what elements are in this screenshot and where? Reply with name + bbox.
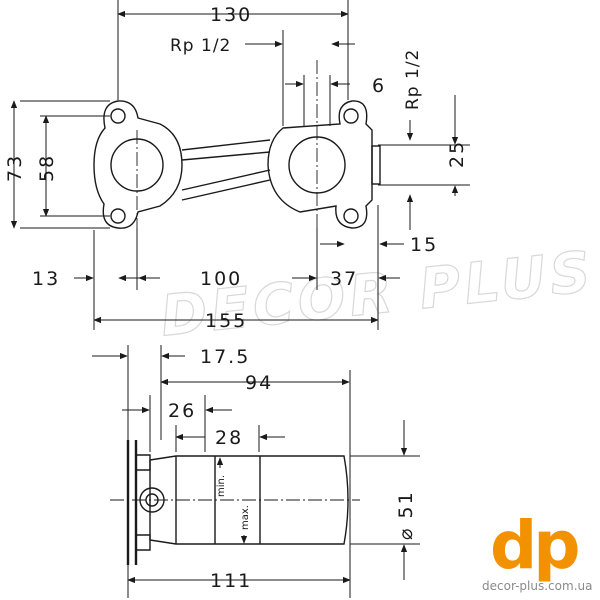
right-housing-outline bbox=[267, 100, 373, 229]
dim-17-5: 17.5 bbox=[200, 346, 250, 368]
dim-13: 13 bbox=[32, 268, 60, 290]
dim-37: 37 bbox=[330, 268, 358, 290]
right-screw-top bbox=[343, 108, 359, 124]
valve-body bbox=[149, 455, 349, 545]
thread-left-label: Rp 1/2 bbox=[170, 36, 231, 56]
logo-url: decor-plus.com.ua bbox=[482, 579, 592, 593]
mounting-plate bbox=[126, 440, 138, 565]
dim-130: 130 bbox=[210, 4, 252, 26]
right-side-tab bbox=[371, 145, 381, 185]
connecting-pipe bbox=[181, 139, 271, 201]
thread-right-label: Rp 1/2 bbox=[403, 49, 423, 110]
right-screw-bottom bbox=[343, 208, 359, 224]
dim-73: 73 bbox=[4, 154, 26, 182]
side-view: min. max. 17.5 94 26 28 ⌀ 51 111 bbox=[92, 345, 420, 598]
watermark: DECOR PLUS bbox=[157, 239, 597, 349]
dim-111: 111 bbox=[210, 570, 252, 592]
top-view: 130 Rp 1/2 Rp 1/2 6 73 58 25 15 13 100 bbox=[4, 0, 470, 332]
left-screw-top bbox=[110, 108, 126, 124]
dim-25: 25 bbox=[446, 140, 468, 168]
max-label: max. bbox=[240, 505, 251, 530]
left-housing-outline bbox=[93, 100, 183, 229]
dim-94: 94 bbox=[245, 372, 273, 394]
logo-mark: dp bbox=[490, 507, 578, 584]
dim-155: 155 bbox=[205, 310, 247, 332]
logo: dp decor-plus.com.ua bbox=[482, 507, 592, 593]
dim-100: 100 bbox=[200, 268, 242, 290]
dim-15: 15 bbox=[410, 234, 438, 256]
dim-58: 58 bbox=[36, 154, 58, 182]
dim-28: 28 bbox=[215, 427, 243, 449]
min-label: min. bbox=[216, 475, 227, 497]
dim-diameter-51: ⌀ 51 bbox=[395, 490, 417, 540]
left-screw-bottom bbox=[110, 208, 126, 224]
dim-6: 6 bbox=[372, 75, 386, 97]
dim-26: 26 bbox=[168, 400, 196, 422]
